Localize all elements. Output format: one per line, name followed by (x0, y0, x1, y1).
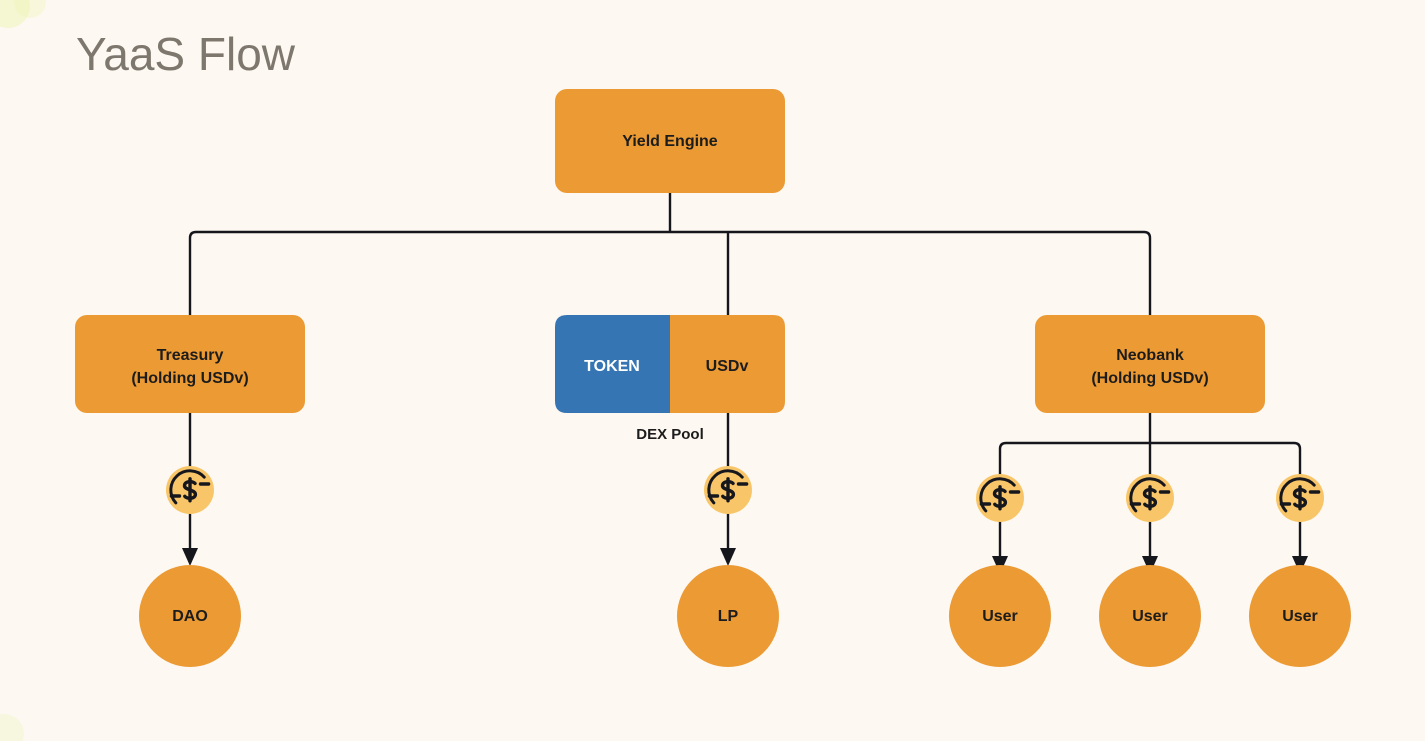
node-neobank-label-line1: Neobank (1116, 347, 1184, 364)
node-treasury-shape (75, 315, 305, 413)
node-lp[interactable]: LP (677, 565, 779, 667)
node-user-2[interactable]: User (1099, 565, 1201, 667)
node-yield-engine-label: Yield Engine (622, 133, 718, 150)
node-treasury-label-line1: Treasury (157, 347, 224, 364)
page-title: YaaS Flow (76, 28, 296, 80)
node-dex-pool-usdv-half[interactable] (670, 315, 785, 413)
dollar-coin-icon (1126, 474, 1174, 522)
edge-yield-to-neobank (1143, 230, 1152, 315)
node-dao-shape (139, 565, 241, 667)
node-treasury-label-line2: (Holding USDv) (131, 370, 248, 387)
node-dex-pool-token-half[interactable] (555, 315, 670, 413)
node-dao[interactable]: DAO (139, 565, 241, 667)
dollar-coin-icon (976, 474, 1024, 522)
coin-icon-layer (166, 466, 1324, 522)
node-dex-pool-usdv-label: USDv (706, 358, 749, 375)
edge-neobank-to-user-1 (998, 441, 1007, 564)
node-user-3[interactable]: User (1249, 565, 1351, 667)
edge-neobank-to-user-3 (1293, 441, 1302, 564)
node-user-2-shape (1099, 565, 1201, 667)
edge-yield-to-treasury (188, 230, 197, 315)
node-neobank[interactable]: Neobank (Holding USDv) (1035, 315, 1265, 413)
node-neobank-shape (1035, 315, 1265, 413)
node-yield-engine-shape (555, 89, 785, 193)
node-user-2-label: User (1132, 608, 1168, 625)
node-user-3-shape (1249, 565, 1351, 667)
node-user-3-label: User (1282, 608, 1318, 625)
node-lp-label: LP (718, 608, 739, 625)
node-dao-label: DAO (172, 608, 208, 625)
node-dex-pool-token-label: TOKEN (584, 358, 640, 375)
node-dex-pool[interactable]: TOKEN USDv DEX Pool (555, 315, 785, 443)
node-lp-shape (677, 565, 779, 667)
dollar-coin-icon (166, 466, 214, 514)
dollar-coin-icon (704, 466, 752, 514)
node-treasury[interactable]: Treasury (Holding USDv) (75, 315, 305, 413)
node-user-1-shape (949, 565, 1051, 667)
node-neobank-label-line2: (Holding USDv) (1091, 370, 1208, 387)
arrowhead-dex-pool-to-lp (720, 548, 736, 566)
node-user-1[interactable]: User (949, 565, 1051, 667)
arrowhead-treasury-to-dao (182, 548, 198, 566)
dollar-coin-icon (1276, 474, 1324, 522)
node-yield-engine[interactable]: Yield Engine (555, 89, 785, 193)
node-dex-pool-caption: DEX Pool (636, 426, 704, 443)
node-user-1-label: User (982, 608, 1018, 625)
